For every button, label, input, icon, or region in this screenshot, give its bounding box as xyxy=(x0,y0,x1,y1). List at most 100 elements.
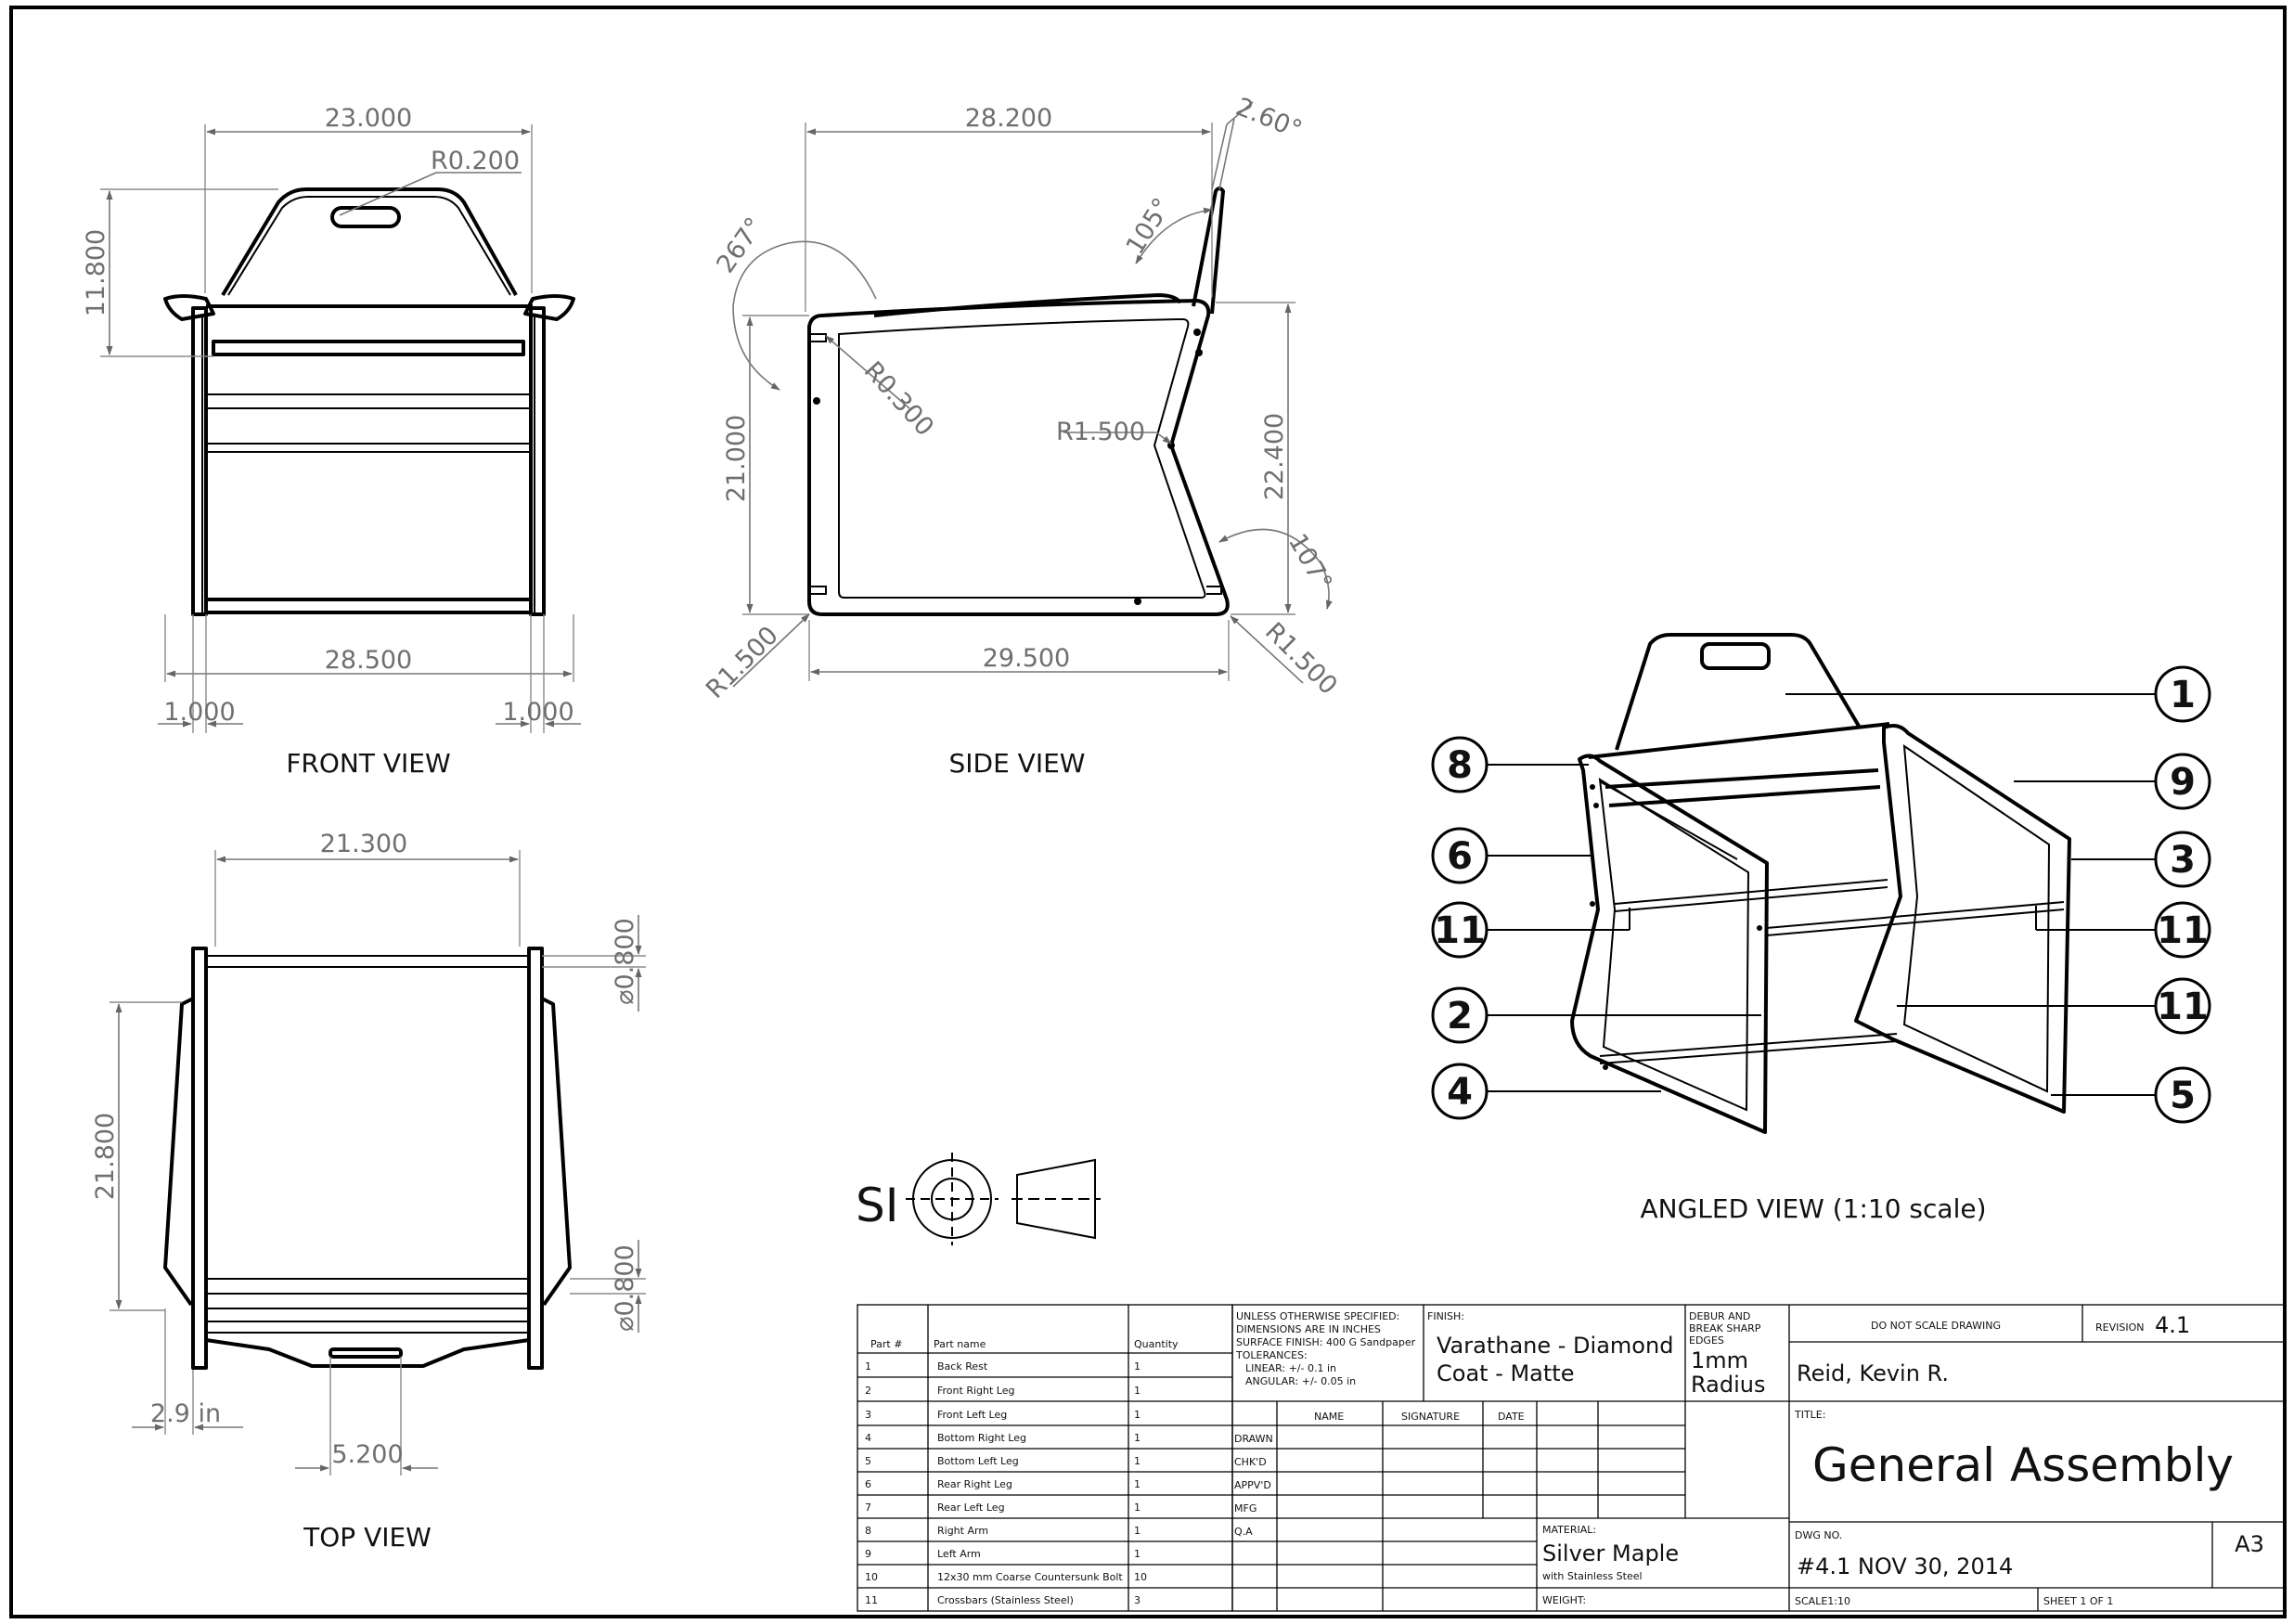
balloon-5: 5 xyxy=(2051,1066,2211,1124)
svg-text:11: 11 xyxy=(865,1594,878,1606)
balloon-4: 4 xyxy=(1431,1063,1661,1120)
notes-line-3: SURFACE FINISH: 400 G Sandpaper xyxy=(1236,1336,1416,1348)
balloon-11-lower: 11 xyxy=(1897,977,2211,1035)
side-radius-left-dim: R1.500 xyxy=(701,621,784,704)
finish-value-2: Coat - Matte xyxy=(1437,1360,1574,1386)
balloon-8-number: 8 xyxy=(1447,744,1473,787)
sign-header-date: DATE xyxy=(1498,1411,1525,1423)
side-radius-right-dim: R1.500 xyxy=(1259,617,1343,701)
debur-label-2: BREAK SHARP xyxy=(1689,1322,1761,1334)
notes-line-2: DIMENSIONS ARE IN INCHES xyxy=(1236,1323,1381,1335)
side-front-height-dim: 21.000 xyxy=(722,415,751,502)
projection-symbol-text: SI xyxy=(856,1179,898,1232)
bom-row: 10 12x30 mm Coarse Countersunk Bolt 10 xyxy=(865,1571,1147,1583)
balloon-5-number: 5 xyxy=(2170,1075,2196,1117)
balloon-2-number: 2 xyxy=(1447,995,1473,1038)
svg-text:Rear Right Leg: Rear Right Leg xyxy=(937,1478,1012,1490)
svg-text:3: 3 xyxy=(1134,1594,1141,1606)
title-block: UNLESS OTHERWISE SPECIFIED: DIMENSIONS A… xyxy=(1231,1304,2286,1612)
sign-row-drawn: DRAWN xyxy=(1234,1433,1273,1445)
svg-text:7: 7 xyxy=(865,1502,871,1514)
svg-text:1: 1 xyxy=(1134,1548,1141,1560)
svg-text:Crossbars (Stainless Steel): Crossbars (Stainless Steel) xyxy=(937,1594,1074,1606)
top-inner-width-dim: 21.300 xyxy=(320,830,407,858)
sign-header-signature: SIGNATURE xyxy=(1401,1411,1460,1423)
bom-header-part: Part # xyxy=(870,1338,902,1350)
svg-text:10: 10 xyxy=(865,1571,878,1583)
front-radius-dim: R0.200 xyxy=(431,147,520,175)
front-base-width-dim: 28.500 xyxy=(325,646,412,675)
sign-row-approved: APPV'D xyxy=(1234,1479,1271,1491)
svg-text:Left Arm: Left Arm xyxy=(937,1548,981,1560)
dwg-no-value: #4.1 NOV 30, 2014 xyxy=(1797,1553,2013,1579)
svg-text:1: 1 xyxy=(1134,1409,1141,1421)
svg-text:1: 1 xyxy=(1134,1360,1141,1373)
balloon-9: 9 xyxy=(2014,753,2211,810)
projection-symbol: SI xyxy=(856,1153,1101,1245)
svg-text:1: 1 xyxy=(1134,1478,1141,1490)
material-label: MATERIAL: xyxy=(1542,1524,1596,1536)
balloon-4-number: 4 xyxy=(1447,1071,1473,1114)
bom-header-qty: Quantity xyxy=(1134,1338,1179,1350)
finish-label: FINISH: xyxy=(1427,1310,1464,1322)
svg-text:1: 1 xyxy=(1134,1502,1141,1514)
material-note: with Stainless Steel xyxy=(1542,1570,1643,1582)
side-leg-angle-dim: 107° xyxy=(1282,529,1337,596)
svg-text:4: 4 xyxy=(865,1432,871,1444)
sign-header-name: NAME xyxy=(1314,1411,1344,1423)
weight-label: WEIGHT: xyxy=(1542,1594,1586,1606)
balloon-2: 2 xyxy=(1431,986,1761,1044)
top-handle-width-dim: 5.200 xyxy=(331,1440,403,1469)
notes-line-6: ANGULAR: +/- 0.05 in xyxy=(1245,1375,1356,1387)
balloon-6-number: 6 xyxy=(1447,835,1473,878)
balloon-1-number: 1 xyxy=(2170,674,2196,716)
front-right-offset-dim: 1.000 xyxy=(502,698,574,727)
side-view-label: SIDE VIEW xyxy=(949,748,1086,779)
sign-row-qa: Q.A xyxy=(1234,1526,1253,1538)
side-bottom-length-dim: 29.500 xyxy=(983,644,1070,673)
front-view-label: FRONT VIEW xyxy=(286,748,450,779)
side-bend-radius-dim: R1.500 xyxy=(1056,418,1145,446)
svg-text:10: 10 xyxy=(1134,1571,1147,1583)
top-offset-dim: 2.9 in xyxy=(150,1399,221,1428)
svg-text:1: 1 xyxy=(1134,1525,1141,1537)
balloon-11-lower-number: 11 xyxy=(2157,986,2209,1028)
svg-text:1: 1 xyxy=(1134,1455,1141,1467)
top-depth-dim: 21.800 xyxy=(91,1113,120,1200)
bom-row: 7 Rear Left Leg 1 xyxy=(865,1502,1141,1514)
notes-line-4: TOLERANCES: xyxy=(1235,1349,1308,1361)
drawing-title: General Assembly xyxy=(1812,1438,2234,1492)
balloon-11-left: 11 xyxy=(1431,901,1630,959)
do-not-scale-note: DO NOT SCALE DRAWING xyxy=(1871,1320,2001,1332)
svg-text:Right Arm: Right Arm xyxy=(937,1525,988,1537)
svg-text:12x30 mm Coarse Countersunk Bo: 12x30 mm Coarse Countersunk Bolt xyxy=(937,1571,1123,1583)
balloon-8: 8 xyxy=(1431,736,1589,793)
side-rear-height-dim: 22.400 xyxy=(1260,413,1289,500)
balloon-3-number: 3 xyxy=(2170,839,2196,882)
svg-text:1: 1 xyxy=(1134,1432,1141,1444)
svg-text:Rear Left Leg: Rear Left Leg xyxy=(937,1502,1005,1514)
top-dia-top-dim: ⌀0.800 xyxy=(611,918,639,1005)
angled-view: 1 8 9 6 3 11 xyxy=(1431,633,2211,1224)
dwg-no-label: DWG NO. xyxy=(1795,1529,1842,1541)
balloon-11-right: 11 xyxy=(2035,901,2211,959)
top-view-label: TOP VIEW xyxy=(303,1522,432,1553)
notes-line-5: LINEAR: +/- 0.1 in xyxy=(1245,1362,1336,1374)
debur-label-3: EDGES xyxy=(1689,1334,1724,1347)
scale-value: SCALE1:10 xyxy=(1795,1595,1850,1607)
notes-line-1: UNLESS OTHERWISE SPECIFIED: xyxy=(1236,1310,1399,1322)
debur-value-1: 1mm xyxy=(1691,1347,1748,1373)
balloon-11-right-number: 11 xyxy=(2157,909,2209,952)
svg-text:1: 1 xyxy=(1134,1385,1141,1397)
sheet-number: SHEET 1 OF 1 xyxy=(2043,1595,2113,1607)
svg-text:Bottom Right Leg: Bottom Right Leg xyxy=(937,1432,1026,1444)
svg-text:Front Right Leg: Front Right Leg xyxy=(937,1385,1014,1397)
